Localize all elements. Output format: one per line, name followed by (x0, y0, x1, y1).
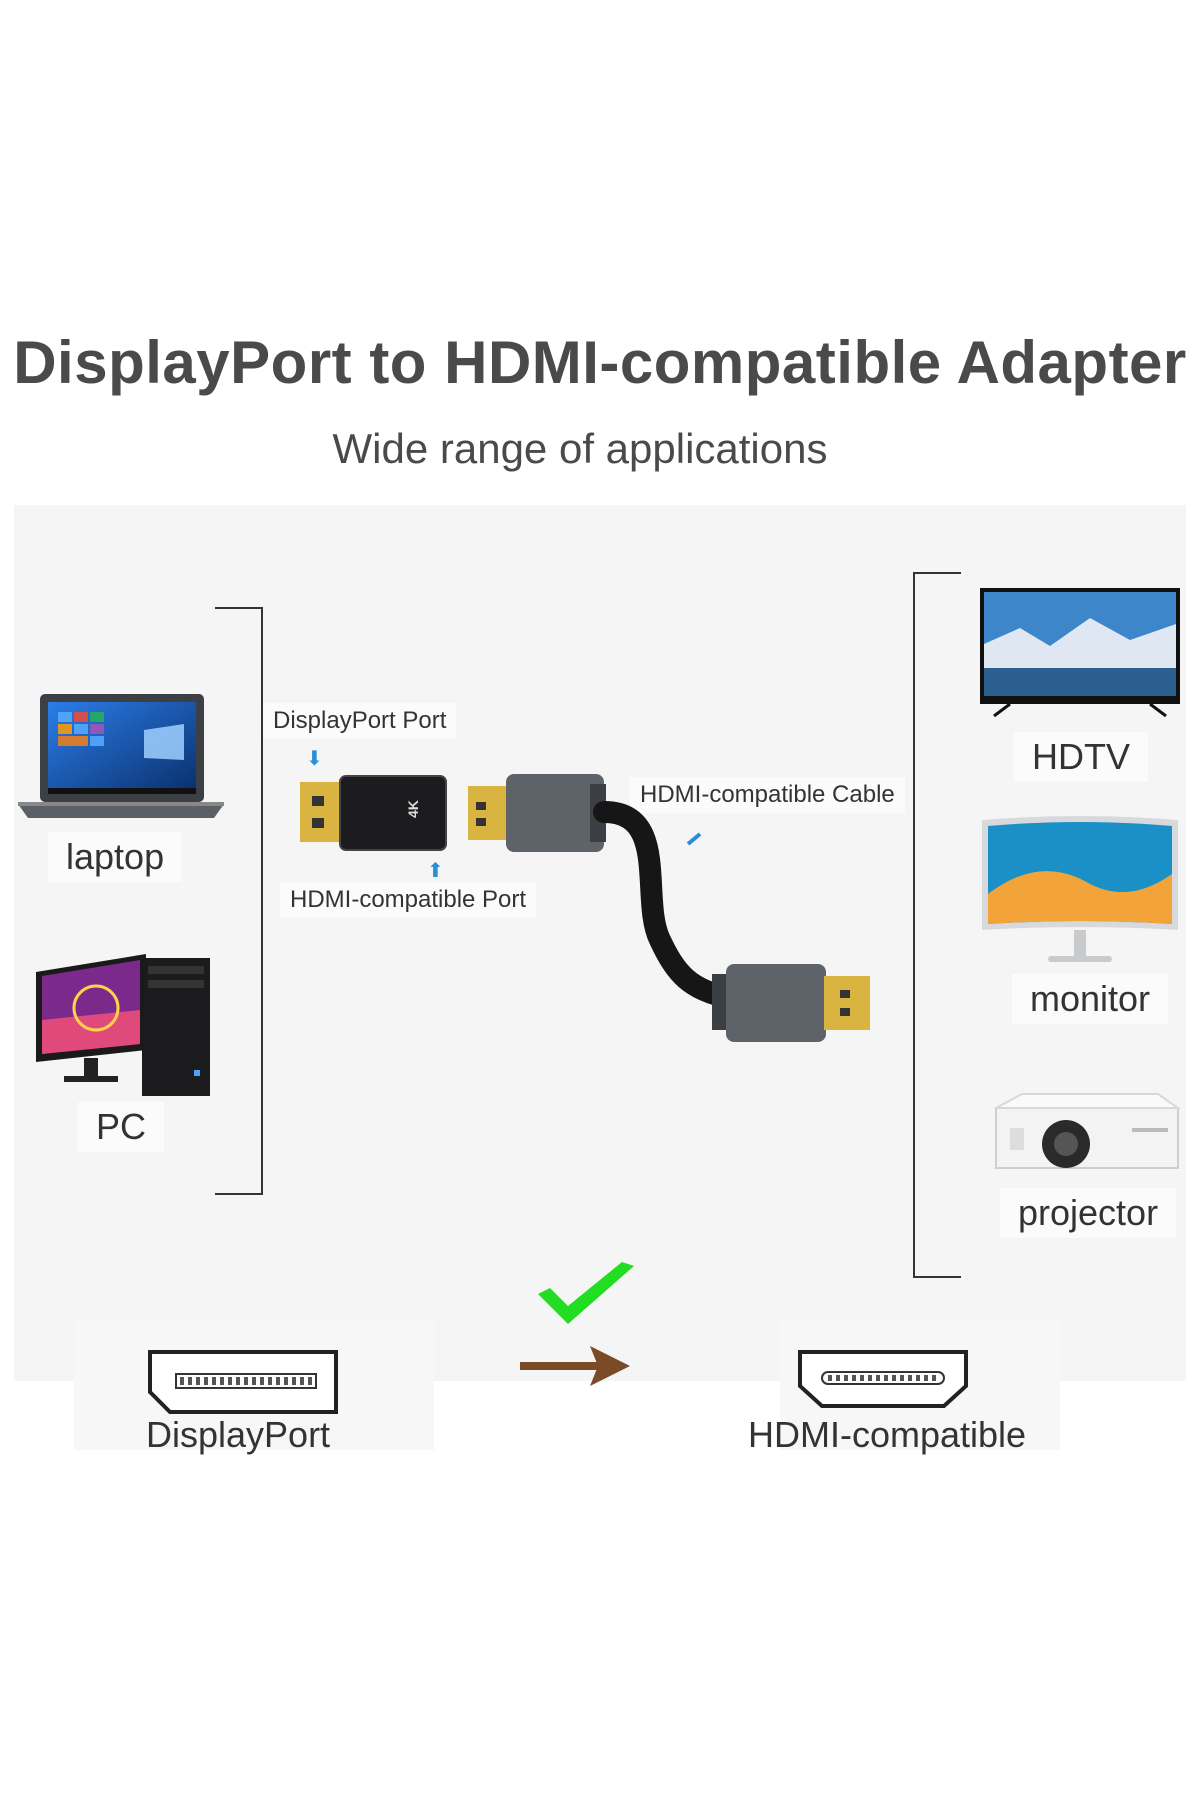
hdmi-connector-icon (796, 1348, 970, 1410)
hdtv-label: HDTV (1014, 732, 1148, 782)
target-bracket (913, 572, 961, 1278)
projector-image (992, 1088, 1182, 1188)
adapter-badge: 4K (405, 800, 421, 818)
projector-label: projector (1000, 1188, 1177, 1238)
page-title: DisplayPort to HDMI-compatible Adapter (13, 329, 1187, 396)
up-arrow-icon: ⬆ (427, 860, 444, 882)
adapter-cable-image: 4K (300, 760, 900, 1060)
displayport-port-label: DisplayPort Port (263, 703, 457, 739)
laptop-image (14, 690, 228, 830)
hdmi-connector-label: HDMI-compatible (748, 1414, 1027, 1455)
pc-label: PC (78, 1102, 165, 1152)
check-icon (534, 1260, 638, 1332)
pc-image (34, 950, 214, 1100)
monitor-image (980, 814, 1180, 974)
hdmi-cable-label: HDMI-compatible Cable (630, 777, 905, 813)
laptop-label: laptop (48, 832, 183, 882)
hdtv-image (980, 588, 1180, 718)
down-arrow-icon: ⬇ (306, 748, 323, 770)
hdmi-port-label: HDMI-compatible Port (280, 882, 537, 918)
displayport-connector-label: DisplayPort (146, 1414, 331, 1455)
source-bracket (215, 607, 263, 1195)
displayport-connector-icon (146, 1348, 340, 1416)
page-subtitle: Wide range of applications (332, 425, 828, 472)
monitor-label: monitor (1012, 974, 1169, 1024)
right-arrow-icon (520, 1344, 632, 1388)
